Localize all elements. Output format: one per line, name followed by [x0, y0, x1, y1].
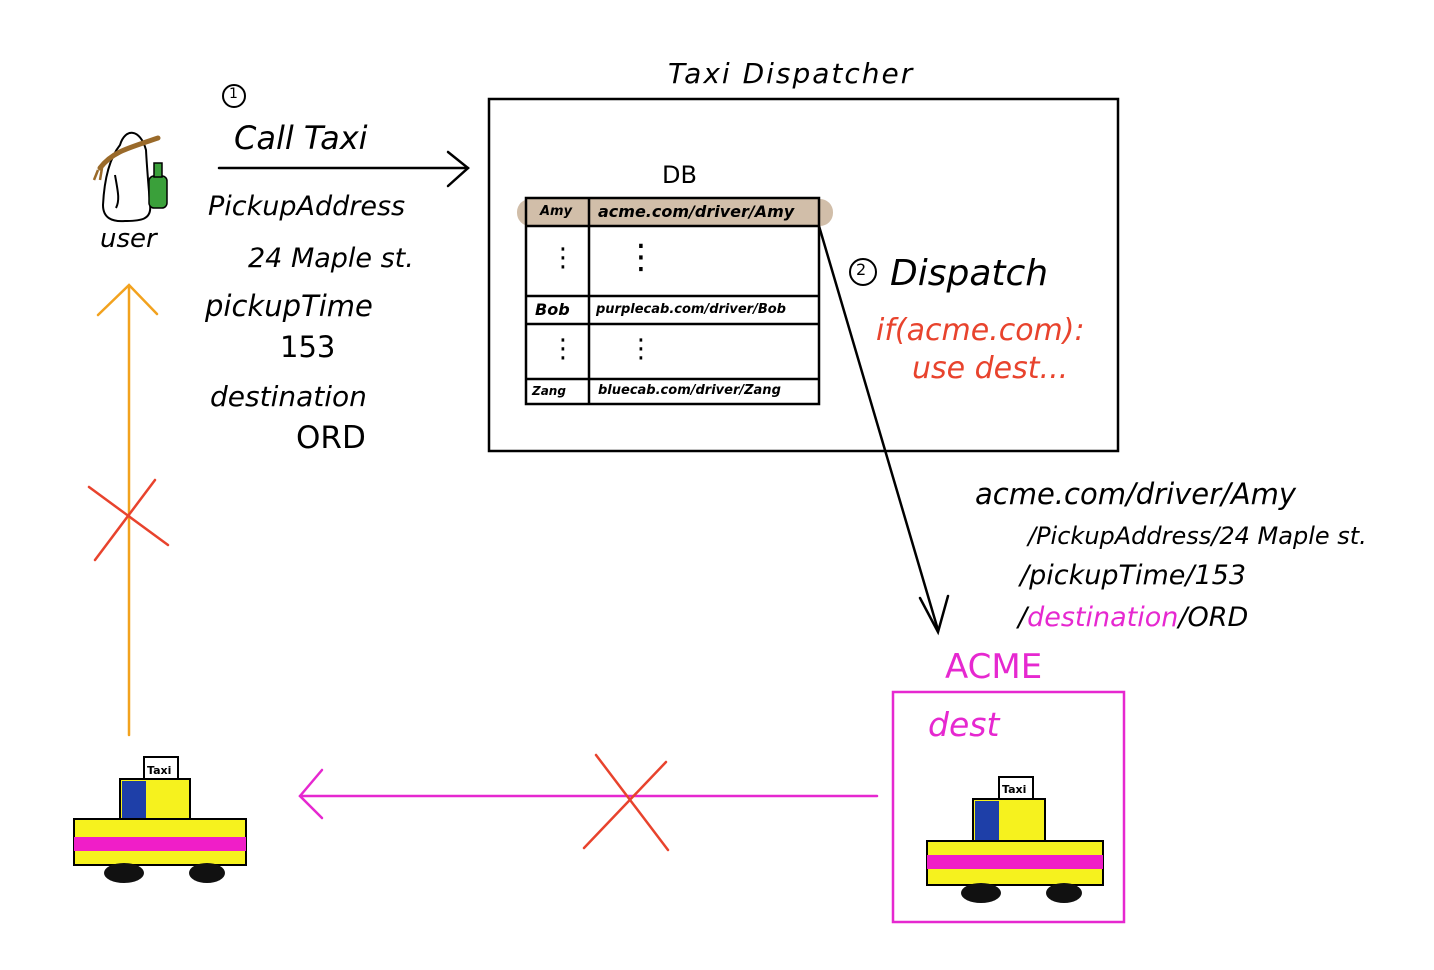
db-row-name: ⋮ [550, 334, 576, 364]
pickup-address-label: PickupAddress [208, 191, 406, 222]
taxi-sign-label: Taxi [147, 764, 172, 777]
url-path-line2: /PickupAddress/24 Maple st. [1028, 522, 1367, 550]
step2-circle [849, 258, 877, 286]
url-path-line1: acme.com/driver/Amy [975, 477, 1297, 511]
db-row-highlight [517, 199, 833, 226]
db-row-name: Zang [532, 384, 566, 398]
url-path-line4-prefix: / [1018, 602, 1028, 633]
destination-value: ORD [296, 420, 366, 456]
dispatch-arrow [817, 224, 950, 636]
pickup-time-value: 153 [280, 330, 336, 364]
taxi-to-user-arrow [96, 283, 159, 737]
code-note-line2: use dest... [912, 351, 1069, 386]
dispatch-label: Dispatch [890, 253, 1049, 294]
blocked-x-icon [87, 478, 170, 562]
step1-circle [222, 84, 246, 108]
acme-box [891, 690, 1126, 924]
url-path-destination-highlight: destination [1027, 602, 1179, 633]
call-taxi-arrow [217, 150, 470, 188]
acme-to-taxi-arrow [298, 768, 879, 820]
pickup-address-value: 24 Maple st. [248, 243, 414, 274]
db-row-url: purplecab.com/driver/Bob [596, 302, 786, 317]
call-taxi-label: Call Taxi [234, 119, 368, 157]
code-note-line1: if(acme.com): [876, 313, 1085, 348]
db-row-name: Amy [540, 204, 573, 219]
db-table [524, 196, 821, 406]
user-label: user [100, 224, 157, 254]
taxi-icon [926, 776, 1104, 903]
url-path-line3: /pickupTime/153 [1020, 560, 1247, 591]
dispatcher-box [487, 97, 1120, 453]
user-icon [92, 131, 168, 223]
db-row-url: ⋮ [624, 237, 658, 277]
db-row-url: acme.com/driver/Amy [598, 202, 795, 221]
taxi-sign-label: Taxi [1002, 783, 1027, 796]
destination-label: destination [210, 380, 367, 413]
db-row-url: ⋮ [628, 334, 654, 364]
db-label: DB [662, 161, 697, 189]
dispatcher-title: Taxi Dispatcher [668, 57, 915, 90]
acme-dest-label: dest [928, 705, 1000, 744]
acme-label: ACME [945, 647, 1043, 687]
pickup-time-label: pickupTime [205, 289, 373, 323]
db-row-name: ⋮ [550, 243, 576, 273]
url-path-line4-suffix: /ORD [1178, 602, 1249, 633]
blocked-x-icon [582, 753, 670, 852]
step1-number: 1 [229, 86, 238, 102]
step2-number: 2 [856, 260, 867, 279]
taxi-icon [73, 756, 247, 883]
url-path-line4: /destination/ORD [1018, 604, 1248, 631]
db-row-url: bluecab.com/driver/Zang [598, 383, 781, 398]
db-row-name: Bob [535, 300, 570, 319]
